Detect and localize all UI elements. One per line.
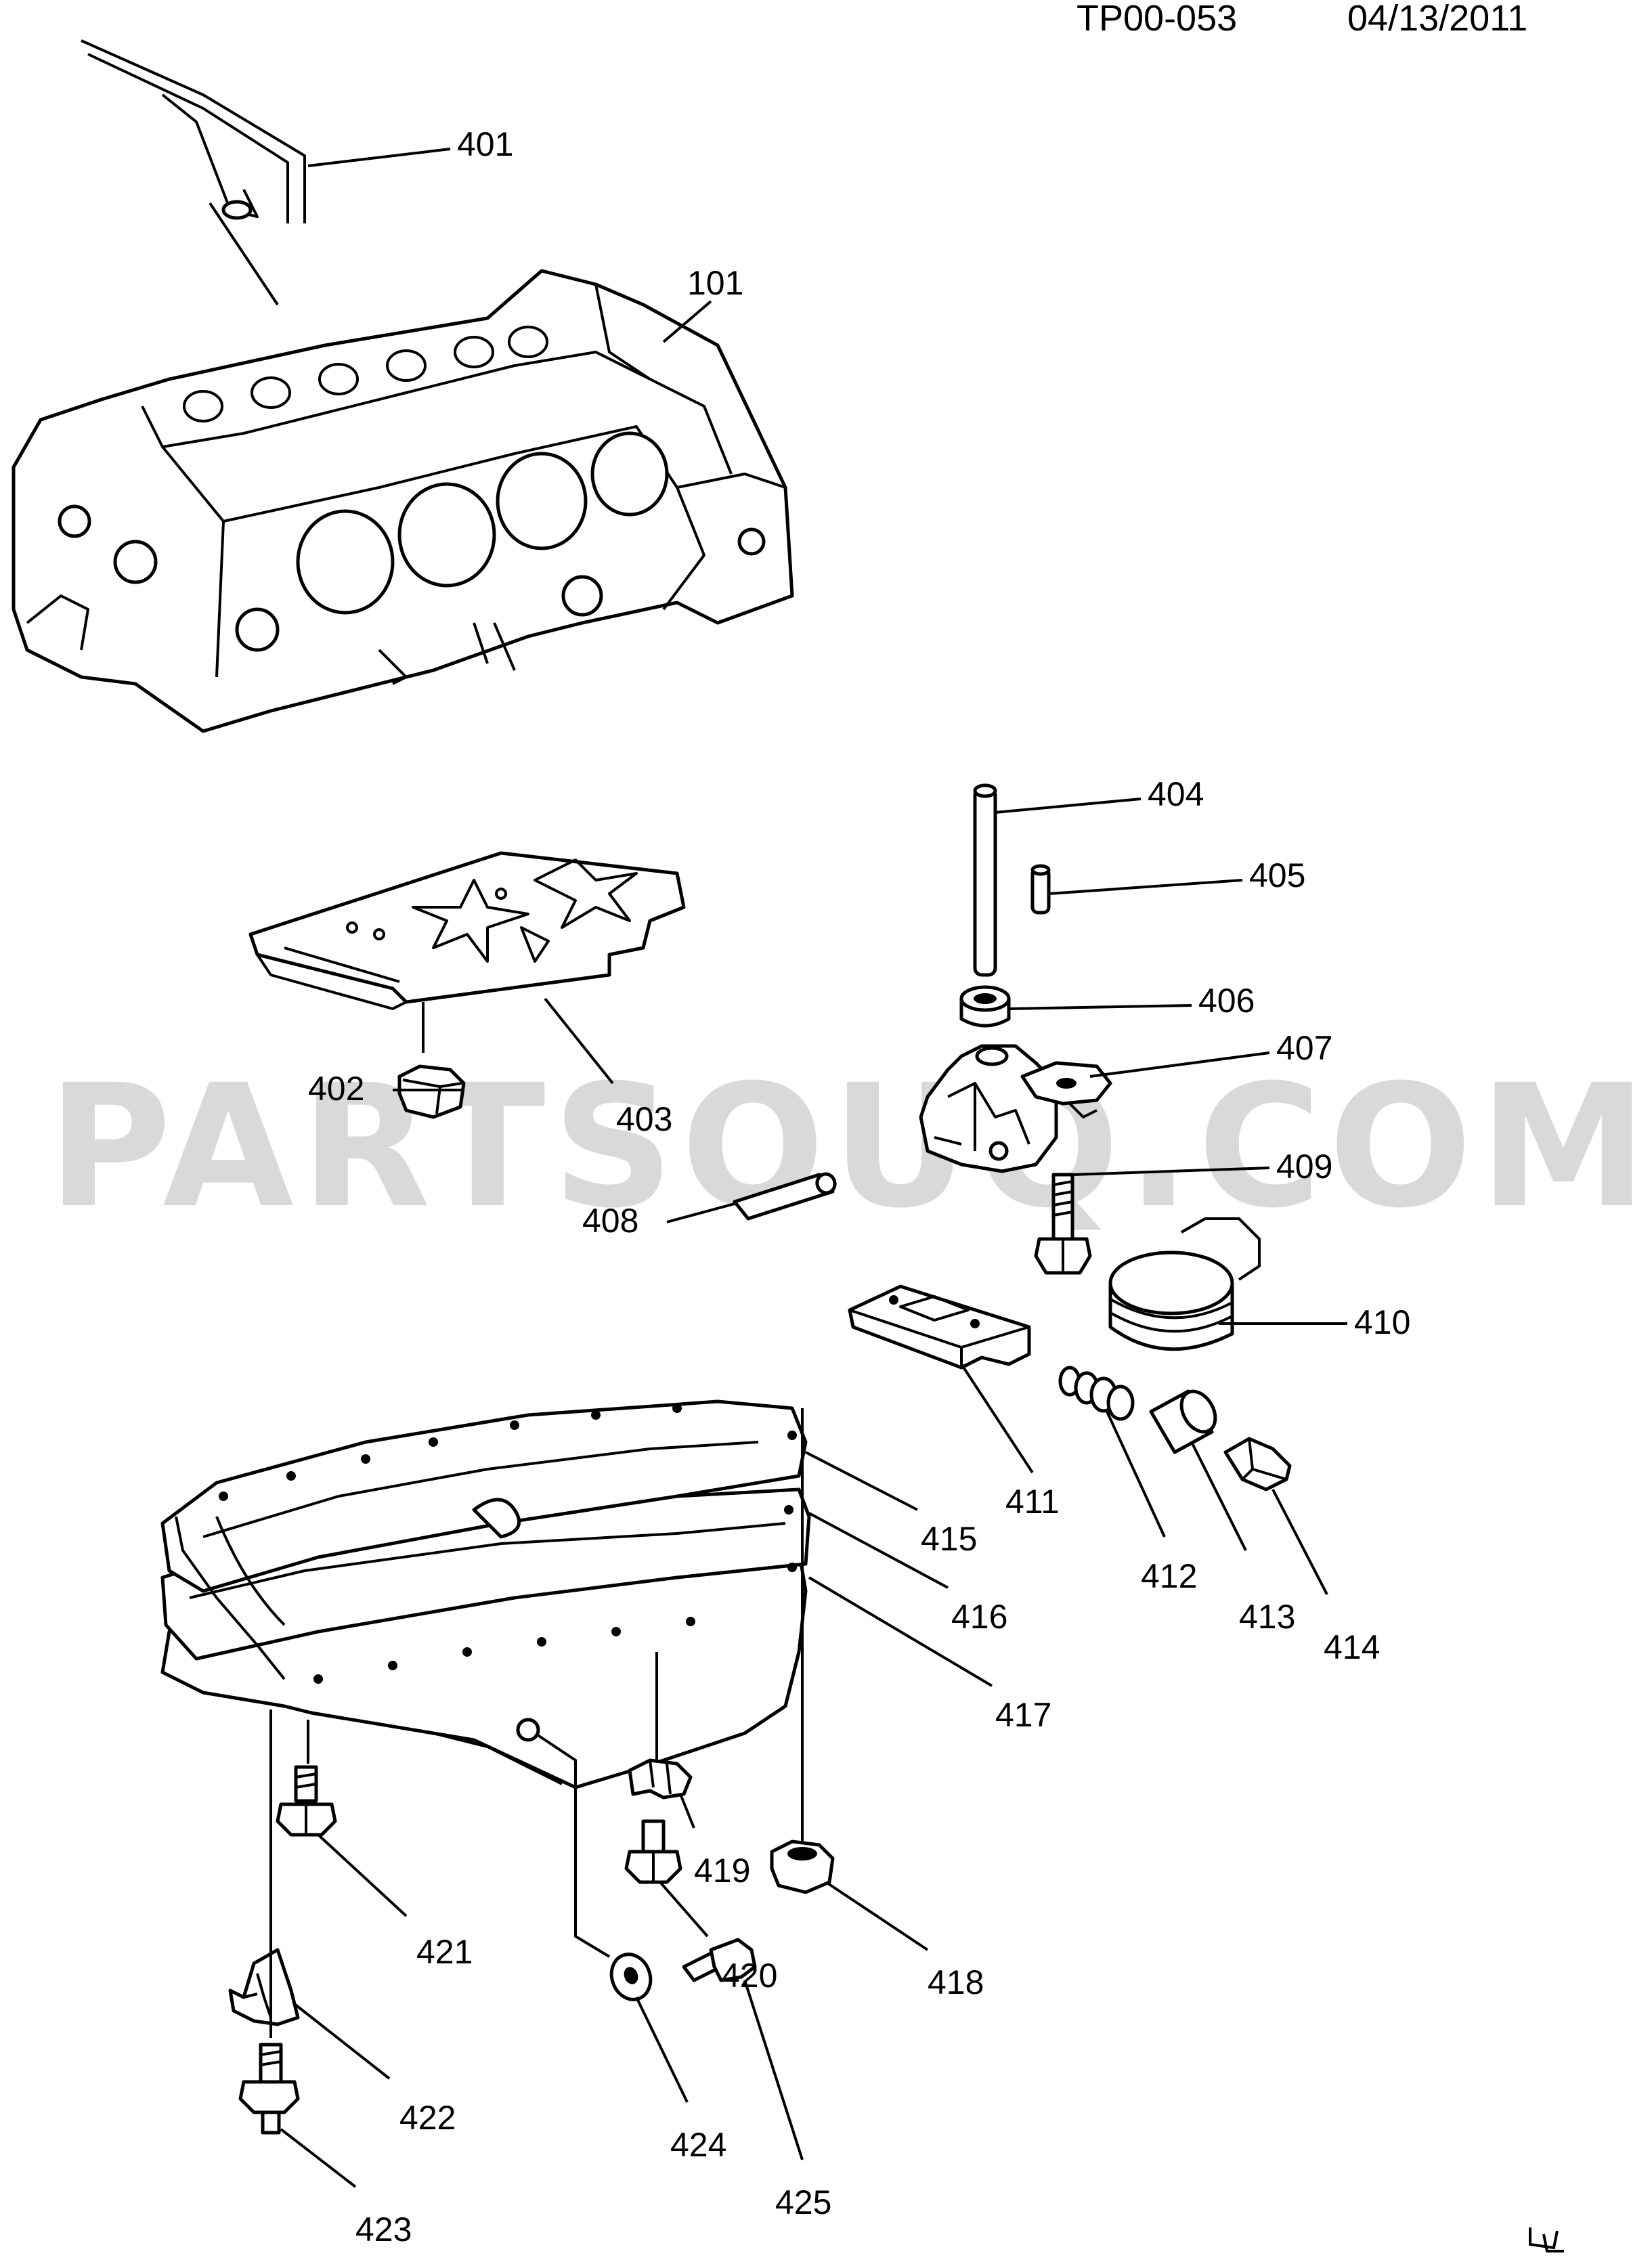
watermark: PARTSOUQ.COM [47, 1048, 1652, 1245]
part-403-windage-tray[interactable] [248, 851, 686, 1053]
callout-420: 420 [721, 1957, 777, 1995]
callout-408: 408 [582, 1202, 638, 1240]
callout-411: 411 [1005, 1483, 1060, 1521]
part-420-stud[interactable] [624, 1819, 682, 1884]
part-101-engine-block[interactable] [12, 269, 794, 733]
callout-424: 424 [670, 2126, 726, 2164]
callout-414: 414 [1324, 1628, 1380, 1666]
callout-415: 415 [921, 1520, 977, 1558]
part-423-stud[interactable] [238, 2043, 300, 2135]
diagram-code: TP00-053 [1077, 0, 1237, 39]
callout-419: 419 [694, 1852, 750, 1890]
callout-405: 405 [1249, 856, 1305, 894]
part-405-pin[interactable] [1030, 864, 1051, 915]
part-408-dowel[interactable] [733, 1172, 838, 1221]
part-425-bolt[interactable] [682, 1938, 757, 1982]
part-421-stud[interactable] [276, 1765, 337, 1837]
drain-hole [516, 1718, 540, 1742]
leader-lines [280, 148, 1347, 2188]
part-402-nut[interactable] [397, 1064, 466, 1119]
callout-406: 406 [1198, 982, 1255, 1020]
callout-407: 407 [1276, 1029, 1332, 1067]
callout-412: 412 [1141, 1557, 1197, 1595]
part-424-washer[interactable] [605, 1949, 657, 2005]
callout-101: 101 [687, 264, 743, 302]
part-413-relief-valve[interactable] [1149, 1385, 1222, 1454]
callout-labels: 401 101 404 405 406 407 402 403 409 408 … [308, 125, 1410, 2248]
part-411-pump-cover[interactable] [848, 1284, 1031, 1370]
callout-425: 425 [775, 2183, 831, 2221]
callout-403: 403 [616, 1100, 672, 1138]
callout-417: 417 [995, 1696, 1051, 1734]
callout-402: 402 [308, 1070, 364, 1108]
callout-418: 418 [928, 1963, 984, 2001]
callout-422: 422 [399, 2099, 456, 2137]
callout-416: 416 [951, 1598, 1007, 1636]
part-422-clip[interactable] [228, 1948, 300, 2026]
part-406-bushing[interactable] [959, 985, 1011, 1028]
part-418-nut[interactable] [770, 1840, 835, 1894]
callout-401: 401 [457, 125, 513, 163]
callout-410: 410 [1354, 1303, 1410, 1341]
part-419-clip[interactable] [628, 1758, 693, 1800]
part-404-pump-shaft[interactable] [973, 783, 997, 977]
part-410-pickup-screen[interactable] [1108, 1217, 1261, 1351]
part-401-dipstick-tube[interactable] [81, 39, 306, 306]
callout-404: 404 [1148, 775, 1204, 813]
gasket-holes [219, 1403, 797, 1684]
corner-mark-icon [1529, 2227, 1564, 2252]
diagram-date: 04/13/2011 [1347, 0, 1527, 39]
part-414-fitting[interactable] [1223, 1437, 1292, 1492]
part-407-oil-pump[interactable] [919, 1044, 1112, 1173]
part-409-bolt[interactable] [1034, 1173, 1092, 1275]
callout-421: 421 [416, 1933, 473, 1971]
callout-409: 409 [1276, 1148, 1332, 1185]
callout-423: 423 [355, 2211, 412, 2248]
leader-line [534, 1732, 611, 1958]
part-412-spring[interactable] [1058, 1366, 1135, 1421]
callout-413: 413 [1239, 1598, 1295, 1636]
